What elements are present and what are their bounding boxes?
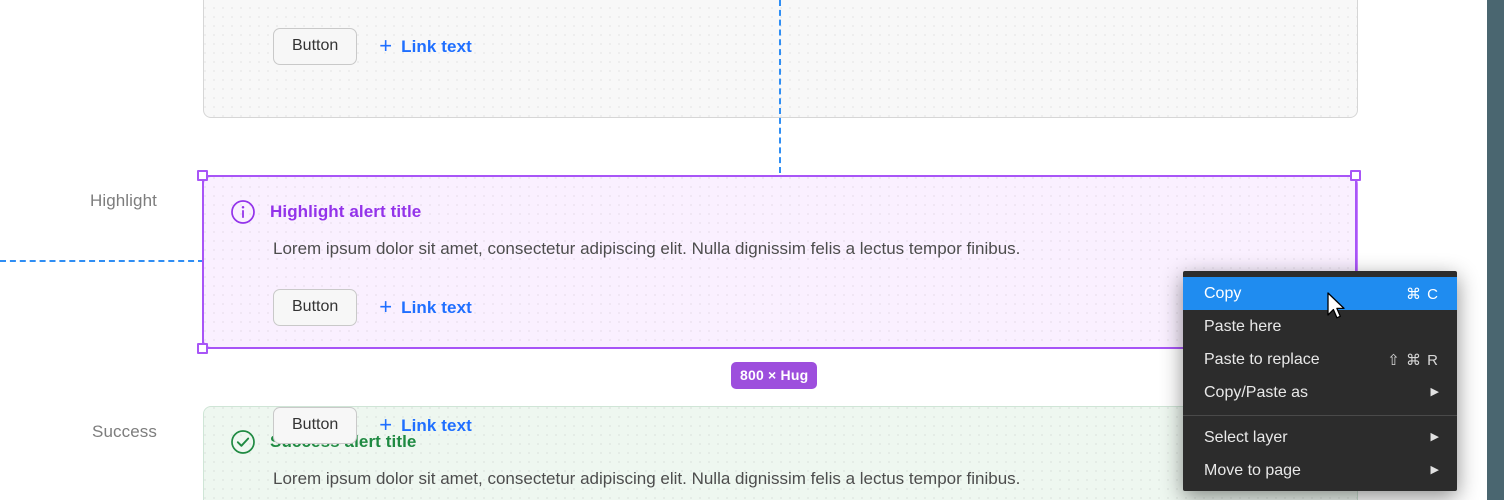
- alert-button-neutral[interactable]: Button: [273, 28, 358, 65]
- alert-link-highlight[interactable]: + Link text: [379, 293, 472, 319]
- alert-title-highlight: Highlight alert title: [270, 202, 422, 221]
- menu-item-copy-paste-as[interactable]: Copy/Paste as ▶: [1183, 376, 1457, 409]
- alert-actions-success: Button + Link text: [273, 407, 472, 444]
- menu-item-shortcut: ⌘ C: [1406, 285, 1439, 303]
- row-label-success: Success: [92, 422, 157, 441]
- menu-item-paste-here[interactable]: Paste here: [1183, 310, 1457, 343]
- alert-body-highlight: Lorem ipsum dolor sit amet, consectetur …: [273, 239, 1021, 258]
- alert-body-success: Lorem ipsum dolor sit amet, consectetur …: [273, 469, 1021, 488]
- vertical-guide: [779, 0, 781, 173]
- submenu-arrow-icon: ▶: [1430, 464, 1439, 476]
- alert-actions-neutral: Button + Link text: [273, 28, 472, 65]
- alert-button-success[interactable]: Button: [273, 407, 358, 444]
- resize-handle-top-left[interactable]: [197, 170, 208, 181]
- submenu-arrow-icon: ▶: [1430, 386, 1439, 398]
- info-circle-icon: [231, 200, 255, 224]
- alert-card-success[interactable]: Success alert title Lorem ipsum dolor si…: [203, 406, 1358, 500]
- alert-actions-highlight: Button + Link text: [273, 289, 472, 326]
- menu-item-label: Select layer: [1204, 428, 1288, 446]
- check-circle-icon: [231, 430, 255, 454]
- alert-link-success[interactable]: + Link text: [379, 411, 472, 437]
- selection-edge-bottom: [202, 347, 1357, 349]
- menu-item-label: Copy/Paste as: [1204, 383, 1309, 401]
- resize-handle-bottom-left[interactable]: [197, 343, 208, 354]
- alert-header-highlight: Highlight alert title: [230, 199, 421, 225]
- alert-link-neutral[interactable]: + Link text: [379, 32, 472, 58]
- horizontal-guide: [0, 260, 204, 262]
- alert-link-label-highlight: Link text: [401, 297, 472, 317]
- plus-icon: +: [379, 32, 393, 58]
- plus-icon: +: [379, 293, 393, 319]
- row-label-highlight: Highlight: [89, 191, 157, 210]
- submenu-arrow-icon: ▶: [1430, 431, 1439, 443]
- selection-edge-left: [202, 175, 204, 349]
- menu-item-label: Paste to replace: [1204, 350, 1320, 368]
- menu-item-label: Copy: [1204, 284, 1242, 302]
- alert-button-highlight[interactable]: Button: [273, 289, 358, 326]
- size-badge: 800 × Hug: [731, 362, 818, 389]
- alert-card-highlight[interactable]: Highlight alert title Lorem ipsum dolor …: [203, 176, 1358, 348]
- menu-item-paste-to-replace[interactable]: Paste to replace ⇧ ⌘ R: [1183, 343, 1457, 376]
- alert-link-label-neutral: Link text: [401, 36, 472, 56]
- menu-item-label: Move to page: [1204, 461, 1301, 479]
- menu-separator: [1183, 415, 1457, 416]
- resize-handle-top-right[interactable]: [1350, 170, 1361, 181]
- selection-edge-top: [202, 175, 1357, 177]
- alert-link-label-success: Link text: [401, 415, 472, 435]
- plus-icon: +: [379, 411, 393, 437]
- menu-item-shortcut: ⇧ ⌘ R: [1387, 351, 1439, 369]
- menu-item-select-layer[interactable]: Select layer ▶: [1183, 421, 1457, 454]
- viewport-edge-strip: [1487, 0, 1504, 500]
- selection-edge-right: [1355, 175, 1357, 349]
- menu-item-copy[interactable]: Copy ⌘ C: [1183, 277, 1457, 310]
- menu-item-label: Paste here: [1204, 317, 1282, 335]
- menu-item-move-to-page[interactable]: Move to page ▶: [1183, 454, 1457, 487]
